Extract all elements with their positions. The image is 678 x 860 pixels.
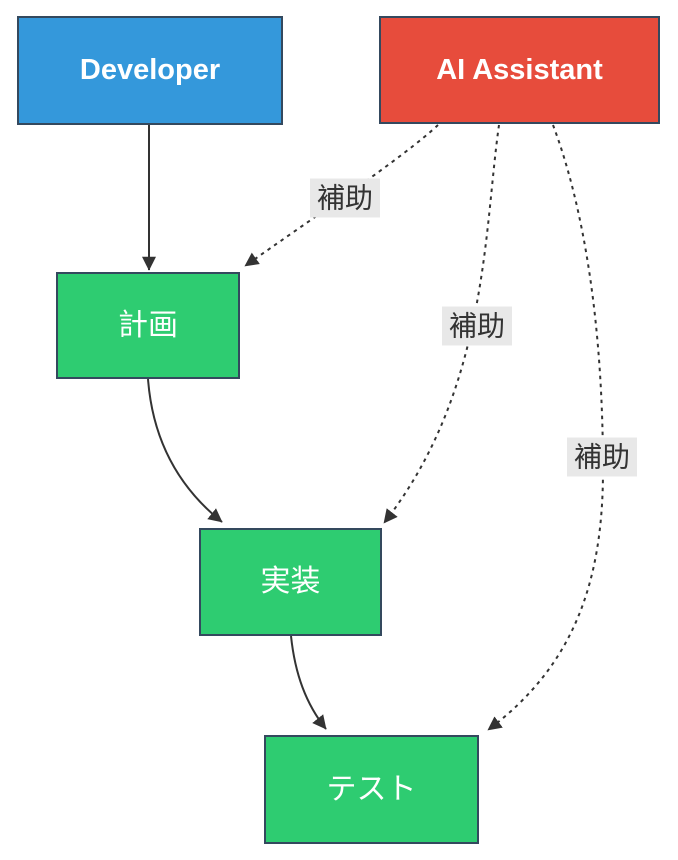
node-implementation: 実装 xyxy=(199,528,382,636)
edge-implementation-to-test xyxy=(290,635,327,730)
edge-plan-to-implementation xyxy=(147,378,223,523)
node-developer: Developer xyxy=(17,16,283,125)
edge-label-assist-plan: 補助 xyxy=(309,178,381,218)
edge-label-assist-test: 補助 xyxy=(566,437,638,477)
node-plan: 計画 xyxy=(56,272,240,379)
edge-label-assist-implementation: 補助 xyxy=(441,306,513,346)
edge-ai-to-test xyxy=(487,124,605,731)
node-ai-assistant: AI Assistant xyxy=(379,16,660,124)
node-test: テスト xyxy=(264,735,479,844)
edge-ai-to-implementation xyxy=(383,124,500,524)
